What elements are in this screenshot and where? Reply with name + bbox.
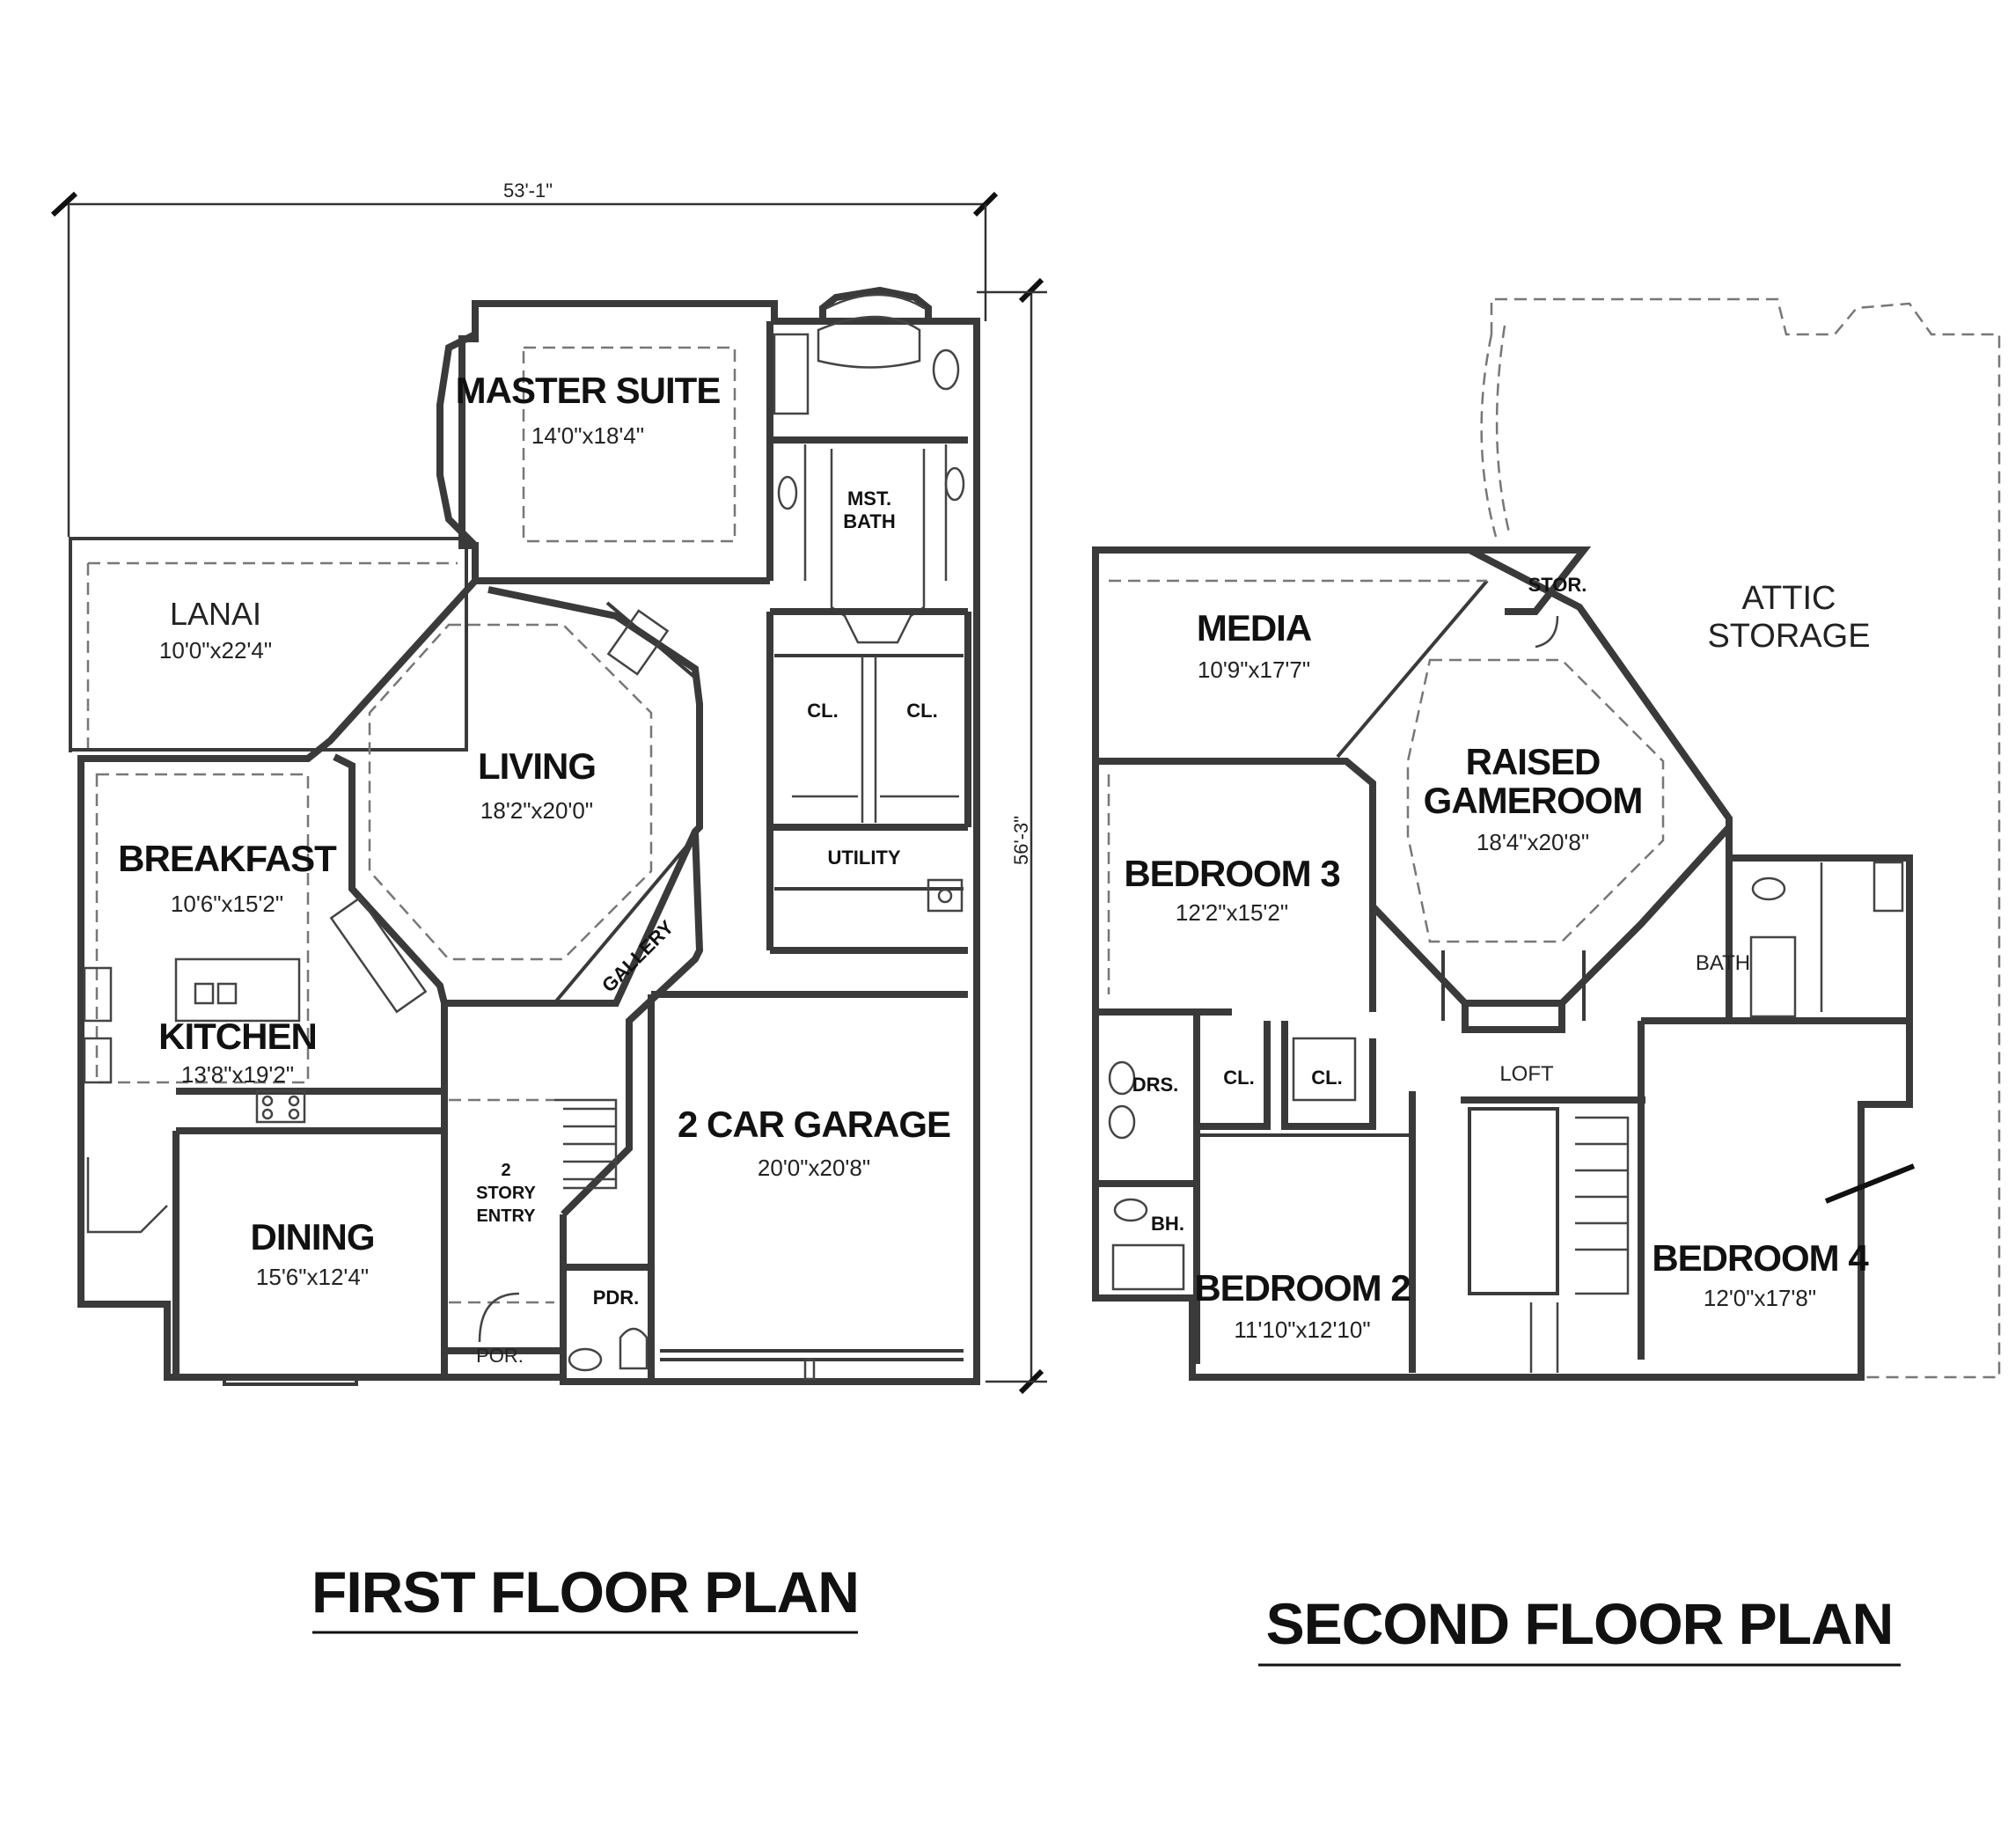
room-label-storage: STOR. — [1528, 574, 1587, 596]
room-size-garage: 20'0"x20'8" — [758, 1155, 870, 1181]
overall-depth-dimension: 56'-3" — [977, 277, 1047, 1395]
room-size-bedroom-2: 11'10"x12'10" — [1234, 1316, 1370, 1343]
room-label-entry-3: ENTRY — [476, 1206, 536, 1226]
overall-width-dimension: 53'-1" — [50, 180, 999, 537]
room-label-entry-1: 2 — [501, 1161, 510, 1180]
room-label-attic-1: ATTIC — [1742, 580, 1836, 617]
room-size-lanai: 10'0"x22'4" — [159, 637, 272, 664]
room-label-closet-b: CL. — [1311, 1067, 1342, 1089]
room-label-mst-bath-1: MST. — [847, 488, 891, 510]
room-size-breakfast: 10'6"x15'2" — [171, 891, 283, 917]
overall-depth-label: 56'-3" — [1010, 816, 1032, 865]
room-label-bath: BATH — [1696, 951, 1750, 975]
room-size-dining: 15'6"x12'4" — [256, 1264, 369, 1290]
room-size-bedroom-3: 12'2"x15'2" — [1176, 899, 1288, 926]
room-label-attic-2: STORAGE — [1707, 618, 1870, 655]
room-label-living: LIVING — [478, 745, 596, 787]
room-size-living: 18'2"x20'0" — [480, 797, 593, 824]
room-label-bedroom-2: BEDROOM 2 — [1194, 1267, 1410, 1309]
second-floor-plan: MEDIA 10'9"x17'7" STOR. ATTIC STORAGE RA… — [1092, 297, 2001, 1667]
room-label-bh: BH. — [1151, 1213, 1184, 1235]
room-size-media: 10'9"x17'7" — [1198, 656, 1310, 683]
room-label-porch: POR. — [476, 1345, 524, 1367]
room-label-lanai: LANAI — [170, 596, 261, 632]
room-label-master-suite: MASTER SUITE — [456, 370, 721, 411]
room-label-utility: UTILITY — [827, 847, 900, 869]
room-label-closet-1: CL. — [807, 700, 838, 722]
room-label-kitchen: KITCHEN — [158, 1016, 317, 1057]
room-label-gameroom-1: RAISED — [1466, 741, 1601, 782]
room-label-closet-2: CL. — [906, 700, 937, 722]
room-size-master-suite: 14'0"x18'4" — [531, 422, 644, 449]
room-size-gameroom: 18'4"x20'8" — [1477, 829, 1589, 855]
first-floor-title: FIRST FLOOR PLAN — [311, 1559, 859, 1624]
room-label-mst-bath-2: BATH — [843, 510, 895, 532]
room-label-gameroom-2: GAMEROOM — [1424, 780, 1643, 821]
room-label-entry-2: STORY — [476, 1184, 536, 1203]
room-label-bedroom-4: BEDROOM 4 — [1652, 1237, 1869, 1279]
first-floor-plan: MASTER SUITE 14'0"x18'4" MST. BATH LANAI… — [69, 286, 980, 1634]
room-label-bedroom-3: BEDROOM 3 — [1124, 853, 1339, 894]
room-label-breakfast: BREAKFAST — [118, 838, 337, 879]
room-size-bedroom-4: 12'0"x17'8" — [1704, 1285, 1816, 1311]
room-label-dressing: DRS. — [1132, 1074, 1179, 1096]
room-label-powder: PDR. — [593, 1287, 640, 1309]
room-label-dining: DINING — [251, 1216, 375, 1258]
room-label-closet-a: CL. — [1223, 1067, 1254, 1089]
second-floor-title: SECOND FLOOR PLAN — [1266, 1591, 1894, 1656]
room-label-loft: LOFT — [1499, 1062, 1554, 1086]
room-size-kitchen: 13'8"x19'2" — [181, 1061, 294, 1088]
room-label-garage: 2 CAR GARAGE — [678, 1104, 950, 1145]
room-label-media: MEDIA — [1197, 607, 1312, 649]
overall-width-label: 53'-1" — [503, 180, 553, 202]
